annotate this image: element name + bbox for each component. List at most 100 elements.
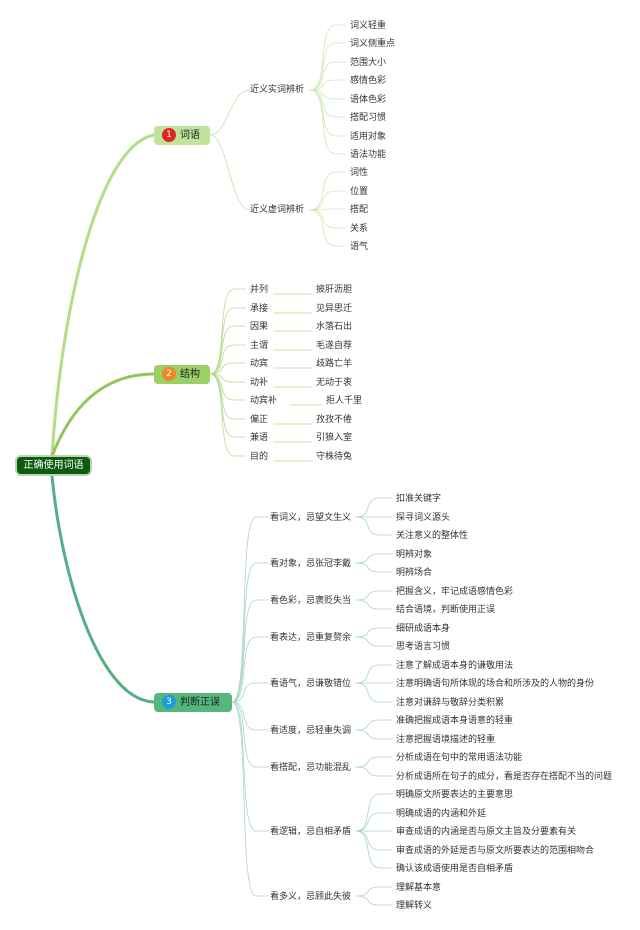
leaf-item[interactable]: 明辨场合 [396,568,433,578]
structure-example[interactable]: 守株待兔 [316,452,353,462]
leaf-item[interactable]: 把握含义，牢记成语感情色彩 [396,587,514,597]
root-to-branch-1-line [50,133,156,458]
leaf-item[interactable]: 探寻词义源头 [396,513,451,523]
leaf-connector-line [309,89,346,155]
leaf-item[interactable]: 词义轻重 [350,21,387,31]
leaf-connector-line [355,627,393,638]
leaf-item[interactable]: 准确把握成语本身语意的轻重 [396,716,514,726]
leaf-item[interactable]: 注意对谦辞与敬辞分类积累 [396,698,505,708]
leaf-item[interactable]: 细研成语本身 [396,624,451,634]
structure-example[interactable]: 拒人千里 [326,396,363,406]
leaf-item[interactable]: 范围大小 [350,58,387,68]
leaf-item[interactable]: 注意明确语句所体现的场合和所涉及的人物的身份 [396,679,595,689]
root-node[interactable]: 正确使用词语 [15,455,92,476]
leaf-item[interactable]: 审查成语的外延是否与原文所要表达的范围相吻合 [396,846,595,856]
branch-3-subtopic-line [231,701,269,768]
leaf-item[interactable]: 扣准关键字 [396,494,442,504]
structure-type[interactable]: 并列 [250,285,269,295]
subtopic-label[interactable]: 看语气，忌谦敬错位 [270,679,352,689]
branch-label: 判断正误 [180,697,220,708]
structure-example[interactable]: 无动于衷 [316,378,353,388]
subtopic-label[interactable]: 看词义，忌望文生义 [270,513,352,523]
branch-3-subtopic-line [231,599,269,703]
branch-node-words[interactable]: 1 词语 [154,126,210,145]
branch-1-subtopic-line [209,134,251,211]
leaf-connector-line [355,766,393,777]
leaf-item[interactable]: 关注意义的整体性 [396,531,469,541]
leaf-connector-line [355,599,393,610]
leaf-connector-line [355,719,393,731]
leaf-connector-line [355,812,393,832]
structure-type[interactable]: 承接 [250,304,269,314]
structure-example[interactable]: 披肝沥胆 [316,285,353,295]
leaf-item[interactable]: 思考语言习惯 [396,642,451,652]
leaf-connector-line [355,590,393,601]
subtopic-label[interactable]: 看逻辑，忌自相矛盾 [270,827,352,837]
leaf-item[interactable]: 适用对象 [350,132,387,142]
subtopic-label[interactable]: 近义实词辨析 [250,85,305,95]
leaf-connector-line [309,171,346,211]
leaf-connector-line [309,61,346,91]
leaf-item[interactable]: 词义侧重点 [350,39,396,49]
structure-type[interactable]: 动补 [250,378,269,388]
leaf-item[interactable]: 理解基本意 [396,883,442,893]
leaf-connector-line [355,497,393,518]
structure-type[interactable]: 动宾补 [250,396,278,406]
subtopic-label[interactable]: 看色彩，忌褒贬失当 [270,596,352,606]
branch-1-subtopic-line [209,89,251,136]
leaf-item[interactable]: 语法功能 [350,150,387,160]
leaf-item[interactable]: 分析成语所在句子的成分，看是否存在搭配不当的问题 [396,772,613,782]
subtopic-label[interactable]: 看搭配，忌功能混乱 [270,763,352,773]
leaf-item[interactable]: 搭配 [350,205,369,215]
leaf-item[interactable]: 审查成语的内涵是否与原文主旨及分要素有关 [396,827,577,837]
structure-type[interactable]: 动宾 [250,359,269,369]
leaf-item[interactable]: 语体色彩 [350,95,387,105]
leaf-connector-line [355,562,393,573]
leaf-connector-line [309,79,346,91]
leaf-connector-line [309,42,346,91]
branch-2-type-line [209,373,246,383]
branch-2-type-line [209,325,246,375]
leaf-connector-line [355,830,393,851]
leaf-item[interactable]: 结合语境，判断使用正误 [396,605,496,615]
structure-example[interactable]: 毛遂自荐 [316,341,353,351]
leaf-item[interactable]: 分析成语在句中的常用语法功能 [396,753,523,763]
subtopic-label[interactable]: 近义虚词辨析 [250,205,305,215]
structure-example[interactable]: 孜孜不倦 [316,415,353,425]
branch-3-subtopic-line [231,701,269,731]
structure-example[interactable]: 水落石出 [316,322,353,332]
structure-type[interactable]: 兼语 [250,433,269,443]
leaf-item[interactable]: 注意把握语境描述的轻重 [396,735,496,745]
structure-type[interactable]: 因果 [250,322,269,332]
structure-type[interactable]: 目的 [250,452,269,462]
leaf-item[interactable]: 位置 [350,187,369,197]
leaf-item[interactable]: 明确成语的内涵和外延 [396,809,487,819]
leaf-item[interactable]: 语气 [350,242,369,252]
branch-node-structure[interactable]: 2 结构 [154,365,210,384]
leaf-item[interactable]: 明确原文所要表达的主要意思 [396,790,514,800]
structure-example[interactable]: 见异思迁 [316,304,353,314]
structure-example[interactable]: 歧路亡羊 [316,359,353,369]
structure-example[interactable]: 引狼入室 [316,433,353,443]
leaf-item[interactable]: 明辨对象 [396,550,433,560]
branch-2-type-line [209,373,246,438]
leaf-item[interactable]: 关系 [350,224,369,234]
leaf-item[interactable]: 感情色彩 [350,76,387,86]
subtopic-label[interactable]: 看多义，忌顾此失彼 [270,892,352,902]
leaf-connector-line [309,190,346,211]
leaf-connector-line [309,209,346,247]
leaf-item[interactable]: 理解转义 [396,901,433,911]
subtopic-label[interactable]: 看对象，忌张冠李戴 [270,559,352,569]
leaf-item[interactable]: 确认该成语使用是否自相矛盾 [396,864,514,874]
structure-type[interactable]: 偏正 [250,415,269,425]
leaf-item[interactable]: 词性 [350,168,369,178]
leaf-item[interactable]: 搭配习惯 [350,113,387,123]
branch-3-subtopic-line [231,701,269,832]
branch-node-judge[interactable]: 3 判断正误 [154,693,232,712]
subtopic-label[interactable]: 看适度，忌轻重失调 [270,726,352,736]
leaf-connector-line [355,793,393,832]
structure-type[interactable]: 主谓 [250,341,269,351]
subtopic-label[interactable]: 看表达，忌重复赘余 [270,633,352,643]
leaf-item[interactable]: 注意了解成语本身的谦敬用法 [396,661,514,671]
